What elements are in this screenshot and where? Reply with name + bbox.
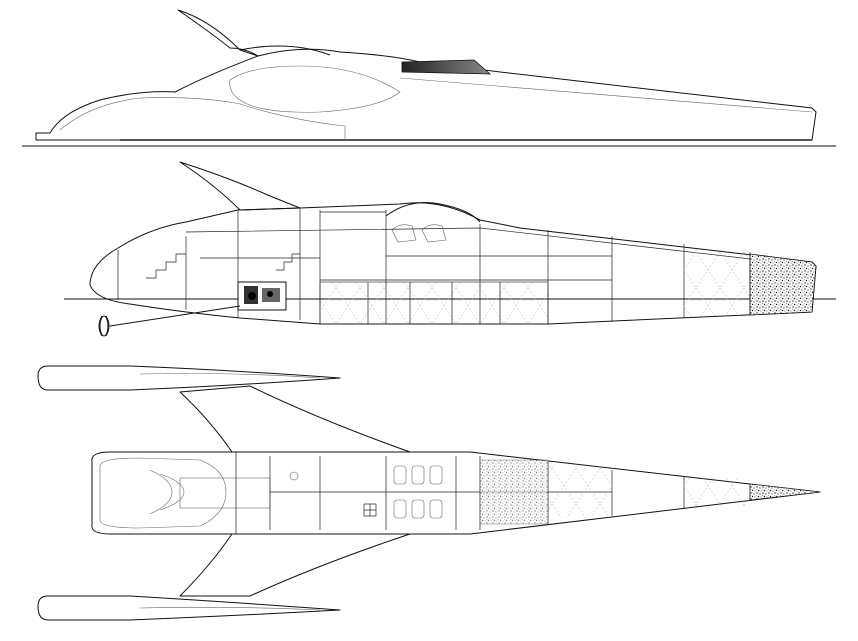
engine-block — [237, 281, 287, 311]
plan-main-hull — [91, 451, 821, 535]
stairs-fwd — [146, 253, 186, 279]
side-inner-contour — [59, 97, 346, 140]
fin-root-line — [239, 45, 331, 56]
propeller — [98, 315, 110, 337]
plan-helm — [289, 471, 299, 481]
plan-grid-block-3 — [684, 478, 750, 506]
plan-grid-block-1 — [479, 459, 549, 525]
profile-canopy — [385, 202, 481, 223]
plan-seats — [393, 465, 443, 519]
outrigger-lower-inner — [139, 607, 321, 611]
plan-outrigger-upper — [37, 365, 341, 391]
seat-2 — [421, 224, 447, 243]
plan-grid-block-2 — [548, 466, 612, 518]
tank-compartments — [319, 281, 549, 325]
plan-bow-foam — [749, 483, 821, 501]
propeller-hub — [99, 315, 109, 337]
plan-arm-upper — [179, 385, 411, 453]
plan-outrigger-lower — [37, 595, 341, 621]
stairs-aft — [276, 253, 300, 271]
tank-dividers — [367, 282, 501, 324]
aft-arc-2 — [159, 473, 185, 511]
plan-view — [37, 365, 821, 621]
profile-hull-outline — [89, 202, 817, 325]
profile-fin — [179, 161, 301, 211]
side-elevation-view — [22, 9, 836, 147]
aft-arc-1 — [149, 469, 173, 515]
bow-foam-core — [749, 253, 817, 316]
fwd-hatch-area — [684, 248, 750, 316]
outrigger-upper-inner — [139, 373, 321, 379]
plan-arm-lower — [179, 533, 411, 597]
aft-deck-outline — [99, 457, 227, 529]
side-sponson-bulge — [229, 65, 401, 113]
inboard-profile-view — [64, 161, 836, 337]
side-sheer-line — [399, 77, 813, 113]
seat-1 — [391, 224, 417, 243]
cockpit-window — [401, 59, 492, 75]
prop-shaft — [109, 305, 241, 327]
side-fin — [177, 9, 259, 57]
engine-room-plan — [179, 477, 271, 509]
